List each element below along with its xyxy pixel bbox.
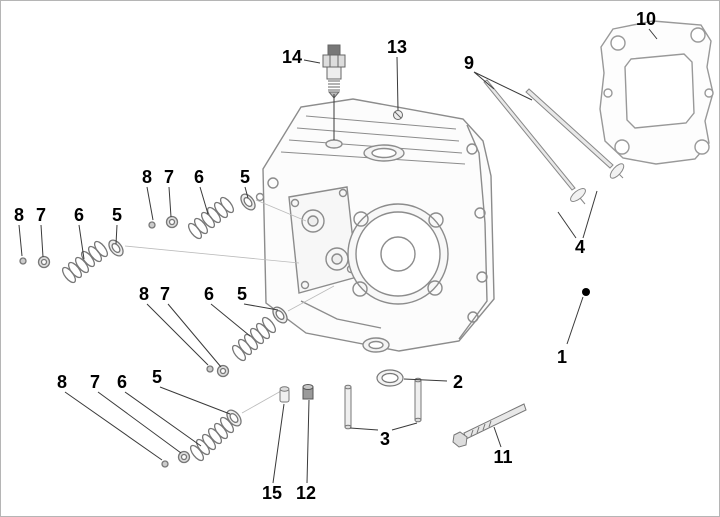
valve-spring-set-1 bbox=[19, 239, 300, 284]
plug-part-12 bbox=[302, 384, 314, 400]
plug-part-2 bbox=[376, 369, 404, 387]
keeper-part bbox=[148, 221, 156, 229]
dowel-part-15 bbox=[279, 386, 290, 403]
valve-spring-set-3 bbox=[206, 285, 335, 378]
keeper-part bbox=[161, 460, 169, 468]
screw-part bbox=[393, 110, 403, 120]
bolt-part-11 bbox=[452, 403, 527, 448]
keeper-part bbox=[206, 365, 214, 373]
leader-dot bbox=[582, 288, 590, 296]
valve-parts bbox=[483, 79, 625, 205]
leader-lines bbox=[18, 28, 658, 484]
cylinder-head-body bbox=[255, 98, 495, 353]
spring-part bbox=[187, 196, 235, 240]
temperature-sensor-part bbox=[322, 44, 346, 99]
spring-part bbox=[231, 316, 277, 362]
keeper-part bbox=[19, 257, 27, 265]
valve-spring-set-4 bbox=[161, 390, 282, 468]
spring-part bbox=[61, 240, 109, 284]
gasket-part bbox=[599, 20, 714, 165]
valve-spring-set-2 bbox=[148, 193, 307, 240]
stud-parts bbox=[344, 377, 422, 430]
spring-part bbox=[189, 416, 235, 462]
